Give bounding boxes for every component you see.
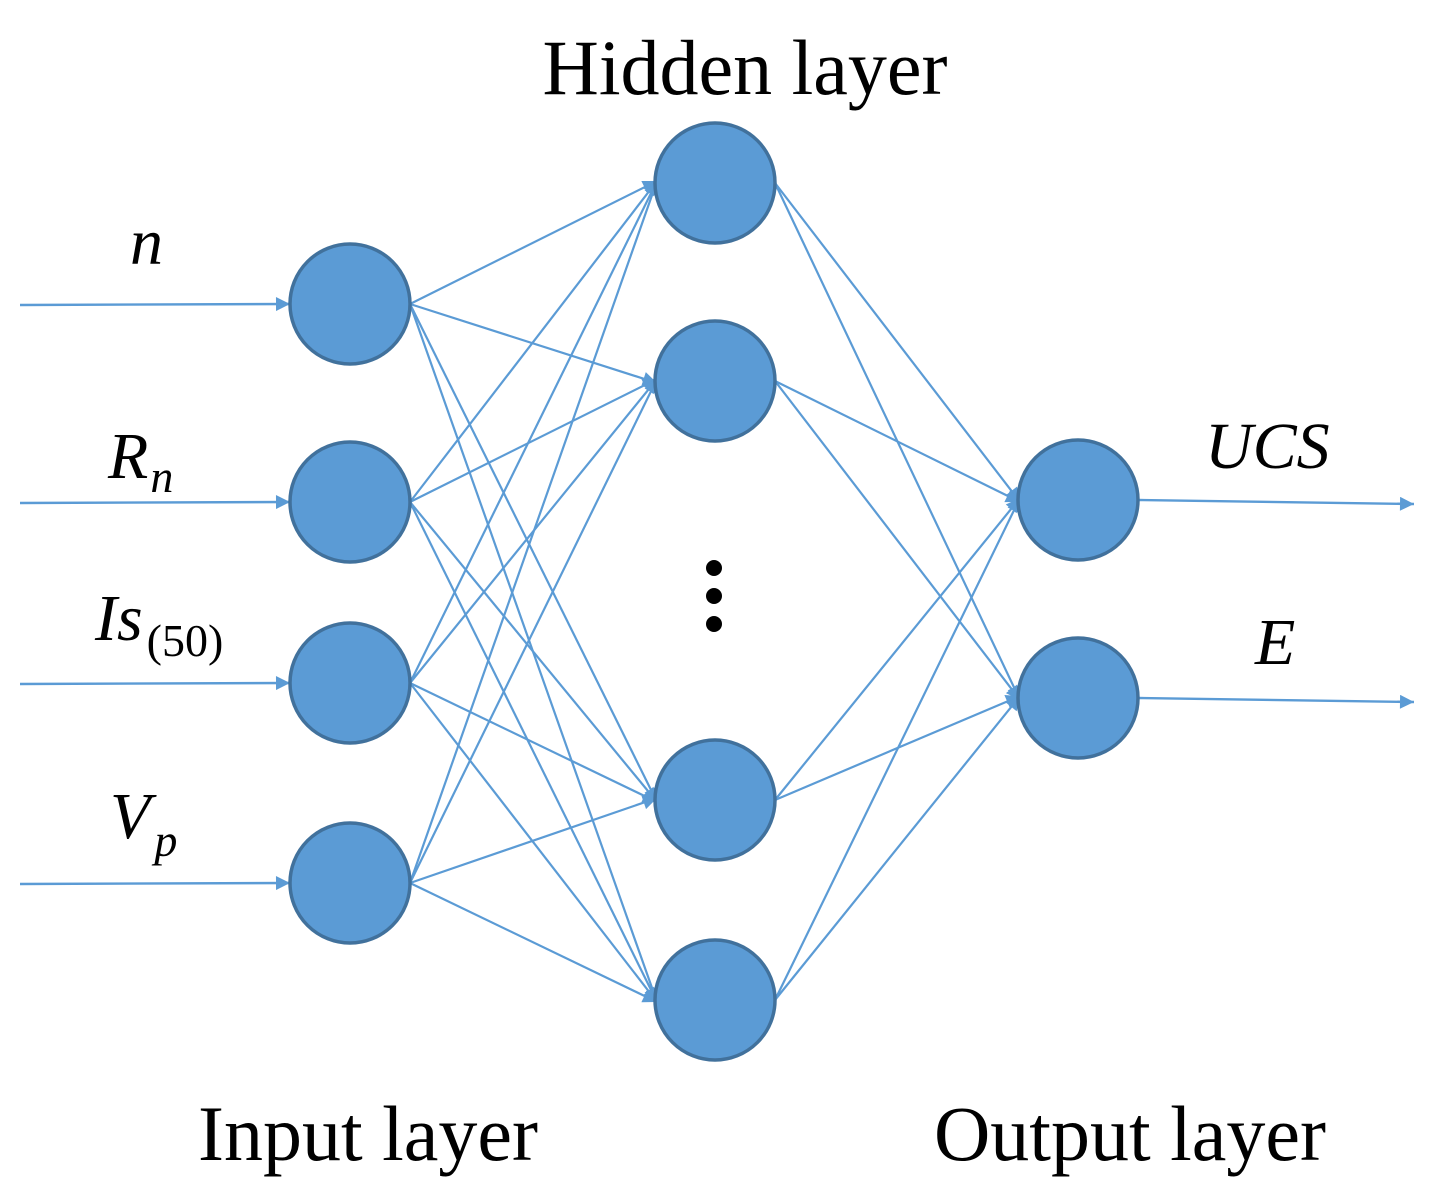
input-hidden-edge-3-1: [409, 180, 658, 684]
hidden-node-4: [653, 938, 777, 1062]
hidden-output-edge-4-2: [774, 695, 1021, 1001]
input-arrow-4: [19, 876, 291, 891]
input-arrow-1: [19, 297, 291, 312]
hidden-node-1: [653, 121, 777, 245]
input-label-rn-sub: n: [150, 451, 173, 502]
ellipsis-dot-3: [706, 616, 722, 632]
hidden-output-edge-1-1: [774, 182, 1021, 503]
input-label-is50-sub: (50): [147, 615, 224, 666]
output-arrow-2: [1137, 694, 1415, 709]
input-hidden-edge-2-3: [409, 501, 658, 803]
input-label-is50-main: Is: [94, 582, 143, 655]
input-hidden-edge-3-3: [409, 682, 658, 803]
hidden-node-3: [653, 738, 777, 862]
input-label-n-main: n: [130, 206, 163, 279]
output-label-ucs: UCS: [1205, 410, 1330, 483]
hidden-output-edge-2-2: [774, 380, 1021, 701]
input-label-vp: Vp: [110, 780, 177, 866]
input-hidden-edge-4-1: [408, 180, 659, 884]
nodes: [288, 121, 1140, 1062]
input-hidden-edge-1-1: [409, 180, 658, 305]
connections: [408, 180, 1021, 1003]
input-label-is50: Is(50): [94, 582, 223, 666]
input-node-3: [288, 621, 412, 745]
ellipsis-dot-2: [706, 588, 722, 604]
input-hidden-edge-4-3: [409, 795, 658, 885]
input-label-vp-main: V: [110, 780, 157, 853]
input-hidden-edge-1-3: [409, 303, 658, 803]
input-hidden-edge-4-2: [409, 378, 658, 884]
hidden-output-edge-4-1: [774, 497, 1021, 1001]
input-arrow-3: [19, 676, 291, 691]
output-label-e: E: [1254, 606, 1295, 679]
input-node-2: [288, 440, 412, 564]
input-node-4: [288, 821, 412, 945]
output-node-2: [1016, 636, 1140, 760]
hidden-output-edge-2-1: [774, 380, 1021, 503]
input-arrow-2: [19, 495, 291, 510]
output-node-1: [1016, 438, 1140, 562]
input-layer-title: Input layer: [198, 1090, 538, 1177]
input-hidden-edge-2-4: [409, 501, 658, 1003]
input-hidden-edge-4-4: [409, 882, 658, 1003]
hidden-layer-title: Hidden layer: [542, 24, 947, 111]
input-hidden-edge-2-2: [409, 378, 658, 503]
input-hidden-edge-3-4: [409, 682, 658, 1003]
ellipsis-dot-1: [706, 560, 722, 576]
input-label-rn-main: R: [107, 420, 148, 493]
hidden-output-edge-3-1: [774, 497, 1021, 801]
output-arrow-1: [1137, 496, 1415, 511]
input-hidden-edge-2-1: [409, 180, 658, 503]
hidden-ellipsis: [706, 560, 722, 632]
io-arrows: [19, 297, 1415, 891]
input-node-1: [288, 242, 412, 366]
input-label-n: n: [130, 206, 163, 279]
output-layer-title: Output layer: [934, 1090, 1326, 1177]
input-label-rn: Rn: [107, 420, 173, 502]
hidden-node-2: [653, 319, 777, 443]
input-label-vp-sub: p: [151, 815, 177, 866]
input-hidden-edge-1-2: [409, 302, 658, 386]
